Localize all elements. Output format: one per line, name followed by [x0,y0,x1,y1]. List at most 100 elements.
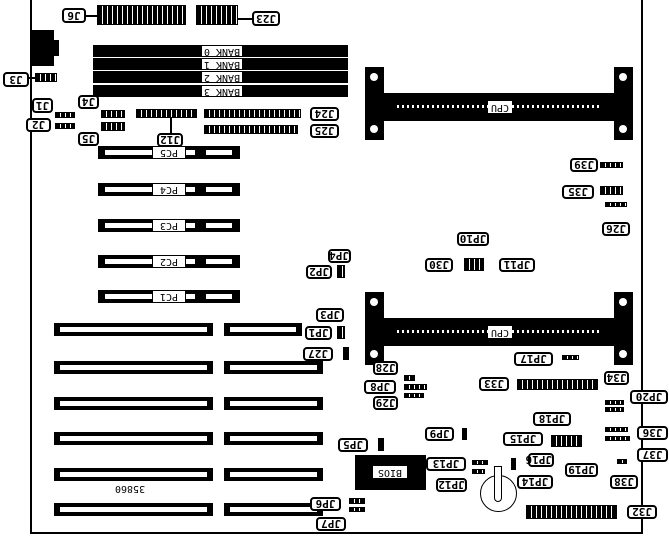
label-j37: J37 [637,448,668,462]
slot-label: PC5 [152,146,186,159]
isa-slot [54,361,213,374]
label-jp3: JP3 [316,308,344,322]
label-jp10: JP10 [457,232,489,246]
slot-label: PC2 [152,255,186,268]
connector-j1 [55,112,75,118]
connector-j24 [204,109,301,118]
label-j25: J25 [310,124,339,138]
label-j2: J2 [26,118,51,132]
label-jp15: JP15 [503,432,543,446]
battery-clip [494,466,502,502]
bios-label: BIOS [373,466,407,478]
isa-slot [54,397,213,410]
label-j34: J34 [604,371,629,385]
isa-slot [54,432,213,445]
jumper-jp7 [349,507,365,512]
label-jp14: JP14 [517,475,553,489]
label-j38: J38 [610,475,638,489]
label-jp4: JP4 [328,249,351,263]
label-jp5: JP5 [338,438,368,452]
label-j35: J35 [562,185,594,199]
label-jp11: JP11 [499,258,535,272]
pci-slot-pc5: PC5 [98,146,240,159]
label-jp9: JP9 [425,427,454,441]
keyboard-connector-tab [54,40,59,56]
label-j6: J6 [62,8,86,23]
label-j39: J39 [570,158,598,172]
connector-j12 [136,109,197,118]
isa-slot [224,323,302,336]
connector-j32 [526,505,617,519]
board-model-number: 35860 [114,483,146,494]
label-jp19: JP19 [565,463,598,477]
connector-j3 [35,73,57,82]
label-j29: J29 [373,396,398,410]
pci-slot-pc3: PC3 [98,219,240,232]
label-jp16: JP16 [525,453,554,467]
connector-j27 [343,347,349,360]
keyboard-connector [30,30,54,66]
connector-j38 [617,459,627,464]
connector-j4 [101,110,125,118]
bios-chip: BIOS [355,455,426,490]
connector-j25 [204,125,298,134]
label-j3: J3 [3,72,29,87]
connector-j6 [97,5,186,25]
isa-slot [224,503,323,516]
connector-j5 [101,122,125,131]
isa-slot [224,432,323,445]
label-jp20: JP20 [630,390,668,404]
memory-bank-0: BANK 0 [93,45,348,57]
bank-label: BANK 1 [201,58,243,70]
jumper-jp14 [511,458,516,470]
label-j1: J1 [32,98,53,113]
label-jp8: JP8 [364,380,396,394]
memory-bank-2: BANK 2 [93,71,348,83]
connector-j37 [605,436,630,441]
pci-slot-pc4: PC4 [98,183,240,196]
label-jp18: JP18 [533,412,571,426]
bank-label: BANK 0 [201,45,243,57]
isa-slot [54,503,213,516]
label-j4: J4 [78,95,99,109]
isa-slot [224,468,323,481]
jumper-jp9 [462,428,467,440]
label-jp12: JP12 [436,478,467,492]
label-j12: J12 [157,133,183,147]
connector-j23 [196,5,238,25]
cpu-socket-2: CPU [365,292,633,365]
label-j32: J32 [627,505,657,519]
leader-line [238,18,253,20]
bank-label: BANK 3 [201,85,243,97]
connector-j2 [55,123,75,129]
connector-j29 [404,393,424,398]
jumper-jp2 [337,265,345,278]
jumper-jp13 [472,460,488,465]
label-jp2: JP2 [306,265,332,279]
pci-slot-pc1: PC1 [98,290,240,303]
leader-line [170,118,172,134]
memory-bank-3: BANK 3 [93,85,348,97]
jumper-jp8 [404,384,427,390]
label-j30: J30 [425,258,453,272]
jumper-jp1 [337,326,345,339]
bank-label: BANK 2 [201,71,243,83]
connector-j28 [404,375,415,381]
jumper-jp10 [464,258,484,271]
cpu-label: CPU [488,101,512,113]
label-jp13: JP13 [426,457,466,471]
label-jp6: JP6 [310,497,341,511]
leader-line [28,77,36,79]
cpu-socket-1: CPU [365,67,633,140]
leader-line [84,15,98,17]
connector-j35 [600,186,623,195]
label-j27: J27 [303,347,333,361]
label-j23: J23 [252,11,280,26]
motherboard-outline [30,0,643,534]
label-j5: J5 [78,132,99,146]
jumper-jp5 [378,438,384,451]
label-jp17: JP17 [514,352,553,366]
connector-j36 [605,427,628,432]
label-j33: J33 [479,377,509,391]
label-j28: J28 [373,361,398,375]
